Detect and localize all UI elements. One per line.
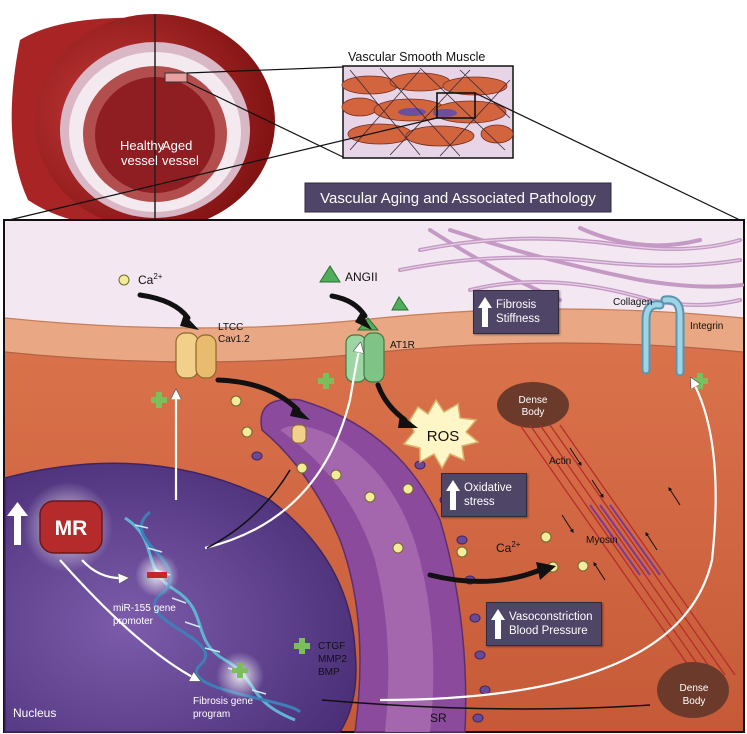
ca-mid-label: Ca2+: [496, 540, 521, 555]
healthy-vessel-label-1: Healthy: [120, 138, 165, 153]
plus-sign-fibrosis: [232, 663, 248, 678]
integrin-receptor: [641, 295, 685, 377]
oxidative-badge-line1: Oxidative: [464, 481, 512, 494]
at1r-label: AT1R: [390, 340, 415, 351]
mr-up-arrow: [7, 502, 28, 545]
plus-sign-ltcc: [151, 392, 167, 408]
dense-body-top-2: Body: [522, 407, 545, 418]
fibrosis-badge-line2: Stiffness: [496, 313, 540, 325]
plus-sign-at1r: [318, 373, 334, 389]
vsm-inset: [341, 65, 514, 159]
angii-ligand-2: [391, 296, 409, 311]
myosin-filaments: [589, 504, 661, 576]
collagen-label: Collagen: [613, 297, 652, 308]
actin-filaments: [519, 424, 736, 676]
ctgf-label-2: MMP2: [318, 654, 347, 665]
ca-top-label: Ca2+: [138, 272, 163, 287]
fibrosis-program-2: program: [193, 709, 230, 720]
fibrosis-badge-line1: Fibrosis: [496, 298, 537, 311]
oxidative-stress-badge: Oxidative stress: [441, 473, 527, 517]
up-arrow-icon: [474, 291, 496, 333]
vaso-badge-line2: Blood Pressure: [509, 625, 588, 637]
angii-ligand-1: [319, 265, 341, 283]
cell-panel: [3, 219, 745, 733]
zoom-lines-main: [4, 92, 743, 222]
aged-vessel-label-2: vessel: [162, 153, 199, 168]
ros-burst: [402, 398, 480, 470]
nucleus-label: Nucleus: [13, 706, 56, 720]
ctgf-label-1: CTGF: [318, 641, 345, 652]
main-title: Vascular Aging and Associated Pathology: [320, 190, 596, 207]
vessel-illustration: [11, 14, 275, 230]
dense-body-top-1: Dense: [519, 395, 548, 406]
ltcc-label-2: Cav1.2: [218, 334, 250, 345]
up-arrow-icon: [487, 603, 509, 645]
aged-vessel-label-1: Aged: [162, 138, 192, 153]
plus-sign-ctgf: [294, 638, 310, 654]
sr-label: SR: [430, 711, 447, 725]
calcium-ions: [118, 274, 589, 573]
mr-box: [39, 500, 103, 554]
actin-label: Actin: [549, 456, 571, 467]
healthy-vessel-label-2: vessel: [121, 153, 158, 168]
sr-to-cell-line: [206, 469, 291, 549]
ltcc-channel: [175, 332, 217, 379]
up-arrow-icon: [442, 474, 464, 516]
minus-sign: [147, 572, 167, 578]
vsm-title: Vascular Smooth Muscle: [348, 50, 485, 64]
dense-body-bottom-1: Dense: [680, 683, 709, 694]
dense-body-top: [497, 382, 569, 428]
dense-body-bottom: [657, 662, 729, 718]
mir155-label-2: promoter: [113, 616, 154, 627]
zoom-lines-top: [186, 66, 344, 158]
mir155-label-1: miR-155 gene: [113, 603, 176, 614]
ctgf-label-3: BMP: [318, 667, 340, 678]
ros-label: ROS: [427, 428, 460, 445]
dense-body-bottom-2: Body: [683, 696, 706, 707]
main-title-box: [304, 182, 612, 213]
oxidative-badge-line2: stress: [464, 496, 495, 508]
angii-label: ANGII: [345, 270, 378, 284]
dna-to-cell-line: [321, 699, 651, 710]
fibrosis-program-1: Fibrosis gene: [193, 696, 253, 707]
ltcc-label-1: LTCC: [218, 322, 243, 333]
white-arrows: [59, 345, 717, 702]
myosin-label: Myosin: [586, 535, 618, 546]
vaso-badge-line1: Vasoconstriction: [509, 610, 593, 623]
contraction-arrows: [561, 447, 681, 581]
mr-label: MR: [55, 517, 88, 540]
integrin-label: Integrin: [690, 321, 723, 332]
